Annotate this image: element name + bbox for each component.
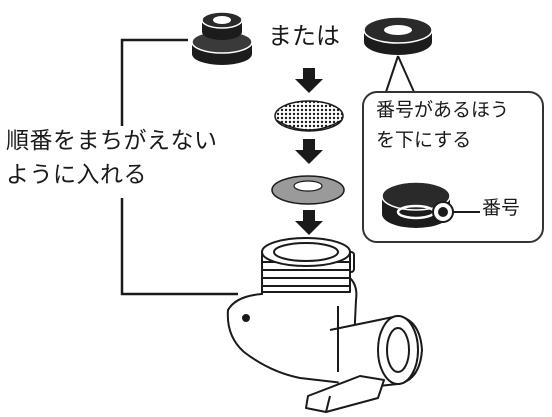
down-arrow-icon: [295, 210, 323, 235]
flat-gasket-icon: [363, 16, 433, 55]
callout-text-line1: 番号があるほう: [376, 99, 510, 121]
washer-icon: [271, 175, 345, 205]
number-label: 番号: [482, 197, 521, 219]
or-label: または: [268, 22, 340, 50]
stepped-gasket-icon: [191, 11, 253, 65]
order-instruction-line1: 順番をまちがえない: [6, 128, 218, 154]
mesh-filter-icon: [274, 100, 344, 132]
numbered-gasket-icon: [381, 181, 480, 228]
order-bracket-line: [120, 38, 238, 296]
callout-text-line2: を下にする: [376, 129, 472, 151]
faucet-adapter-icon: [226, 237, 423, 413]
down-arrow-icon: [295, 68, 323, 93]
down-arrow-icon: [295, 139, 323, 164]
callout-leader: [385, 55, 415, 93]
order-instruction-line2: ように入れる: [6, 162, 147, 188]
